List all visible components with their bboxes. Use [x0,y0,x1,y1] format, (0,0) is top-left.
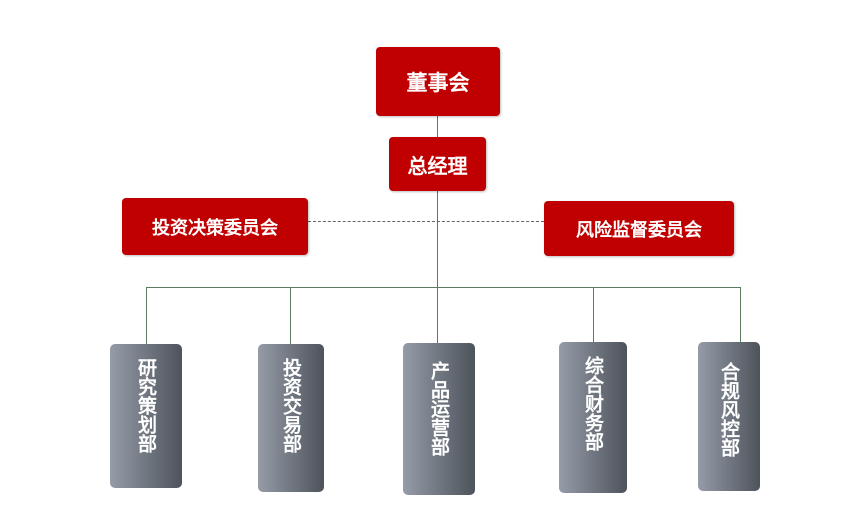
general-manager-box: 总经理 [389,137,486,191]
department-trading: 投资交易部 [258,344,324,492]
connector-committees-dashed [308,221,544,222]
connector-drop [290,287,291,344]
risk-committee-box: 风险监督委员会 [544,201,734,256]
department-compliance: 合规风控部 [698,342,760,491]
department-product-ops: 产品运营部 [403,343,475,495]
board-box: 董事会 [376,47,500,116]
investment-committee-box: 投资决策委员会 [122,198,308,255]
connector-horizontal [146,287,741,288]
department-research: 研究策划部 [110,344,182,488]
department-finance: 综合财务部 [559,342,627,493]
connector-drop [593,287,594,342]
connector-drop [146,287,147,344]
connector-main [437,116,438,344]
connector-drop [740,287,741,342]
